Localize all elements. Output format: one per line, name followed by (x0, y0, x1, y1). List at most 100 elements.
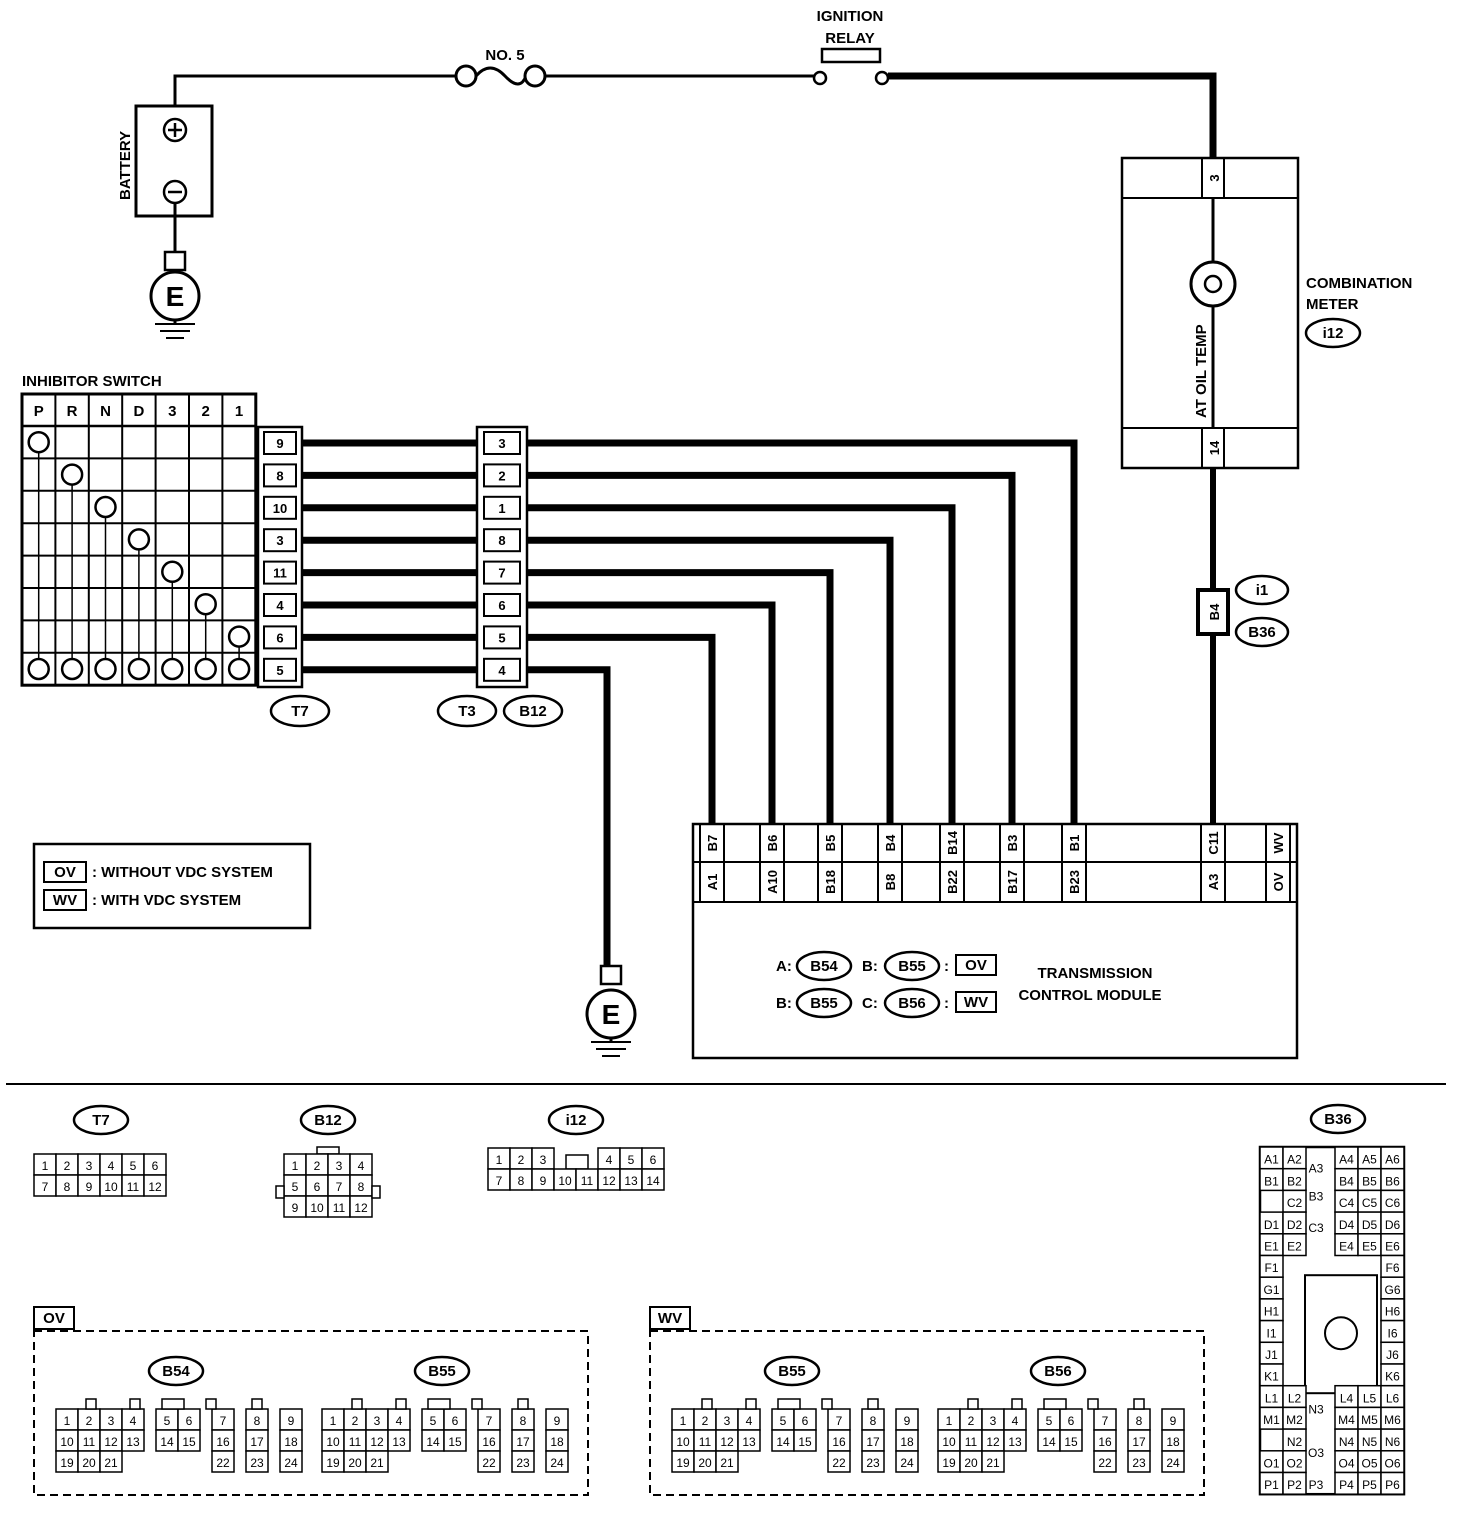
tcm-bottom-pin: A10 (765, 870, 780, 894)
b12-pin: 4 (498, 663, 506, 678)
pin-cell: 11 (965, 1435, 978, 1449)
pin-cell: 8 (520, 1414, 527, 1428)
tcm-pin-labels: B7A1B6A10B5B18B4B8B14B22B3B17B1B23C11A3W… (699, 824, 1291, 902)
pin-cell: 23 (250, 1456, 264, 1470)
key-c-tag: WV (964, 994, 988, 1011)
key-b-conn: B55 (898, 958, 926, 975)
switch-contact (194, 592, 217, 616)
pin-cell: O5 (1361, 1457, 1377, 1471)
pin-cell: 5 (628, 1153, 635, 1167)
switch-contact (227, 625, 251, 648)
position-label: 3 (168, 403, 176, 420)
pin-cell: 16 (482, 1435, 496, 1449)
pin-cell: 22 (1098, 1456, 1112, 1470)
key-b-tag: OV (965, 957, 987, 974)
pin-cell: 10 (104, 1180, 118, 1194)
pin-cell: B6 (1385, 1174, 1400, 1188)
pin-cell: 5 (780, 1414, 787, 1428)
ground-label-2: E (602, 999, 621, 1030)
key-a-conn: B54 (810, 958, 838, 975)
pin-cell: 2 (968, 1414, 975, 1428)
pin-cell: 1 (64, 1414, 71, 1428)
pin-cell: 20 (82, 1456, 96, 1470)
legend-wv-text: : WITH VDC SYSTEM (92, 892, 241, 909)
connector-title: B54 (162, 1363, 190, 1380)
pin-cell: 10 (310, 1201, 324, 1215)
pin-cell: A5 (1362, 1153, 1377, 1167)
pin-cell: 6 (802, 1414, 809, 1428)
switch-contact (127, 657, 151, 681)
pin-cell: 8 (518, 1174, 525, 1188)
inline-id-1: i1 (1256, 582, 1269, 599)
pin-cell: K6 (1385, 1370, 1400, 1384)
pin-cell: 2 (352, 1414, 359, 1428)
pin-cell: 3 (86, 1159, 93, 1173)
pin-cell: A2 (1287, 1153, 1302, 1167)
pin-cell: 4 (746, 1414, 753, 1428)
pin-cell: 15 (182, 1435, 196, 1449)
connector-title: T7 (92, 1112, 110, 1129)
gauge-label: AT OIL TEMP (1193, 324, 1210, 418)
pin-cell: 16 (1098, 1435, 1112, 1449)
pin-cell: 11 (699, 1435, 712, 1449)
switch-contact (194, 657, 217, 681)
pin-cell: A1 (1264, 1153, 1279, 1167)
pin-cell: 13 (392, 1435, 406, 1449)
key-c-conn: B56 (898, 995, 926, 1012)
fuse-terminal-left (454, 64, 478, 88)
pin-cell: P4 (1339, 1478, 1354, 1492)
pin-cell: 5 (130, 1159, 137, 1173)
b12-pin: 8 (498, 533, 505, 548)
pin-cell: 10 (326, 1435, 340, 1449)
b12-pin: 6 (498, 598, 505, 613)
pin-cell: J6 (1386, 1348, 1399, 1362)
pin-cell: 7 (836, 1414, 843, 1428)
tcm-bottom-pin: A3 (1206, 874, 1221, 891)
position-label: N (100, 403, 111, 420)
connector-title: B55 (428, 1363, 456, 1380)
tcm-top-pin: B7 (705, 835, 720, 852)
t7-pin: 6 (276, 630, 283, 645)
pin-cell: 22 (216, 1456, 230, 1470)
pin-cell: 6 (152, 1159, 159, 1173)
key-b-prefix: B: (862, 958, 878, 975)
switch-contact (27, 657, 50, 681)
pin-cell: 12 (370, 1435, 384, 1449)
pin-cell: A4 (1339, 1153, 1354, 1167)
pin-cell: 14 (160, 1435, 174, 1449)
pin-cell: E2 (1287, 1240, 1302, 1254)
pin-cell: 20 (698, 1456, 712, 1470)
pin-cell: 12 (104, 1435, 118, 1449)
tcm-top-pin: WV (1271, 832, 1286, 853)
position-label: 1 (235, 403, 243, 420)
pin-cell: 23 (866, 1456, 880, 1470)
pin-cell: 17 (1132, 1435, 1146, 1449)
pin-cell: L4 (1340, 1391, 1354, 1405)
pin-cell: M5 (1361, 1413, 1378, 1427)
pin-cell: 10 (942, 1435, 956, 1449)
switch-contact (161, 657, 184, 681)
pin-cell: 1 (496, 1153, 503, 1167)
relay-label-1: IGNITION (817, 8, 884, 25)
pin-cell: 13 (742, 1435, 756, 1449)
switch-contact (27, 430, 50, 454)
switch-contact (161, 560, 184, 584)
switch-contact (94, 657, 117, 681)
relay-contact-left (812, 70, 828, 86)
pin-cell: E1 (1264, 1240, 1279, 1254)
pin-cell: H1 (1264, 1305, 1280, 1319)
key-c-prefix: C: (862, 995, 878, 1012)
connector-title: B56 (1044, 1363, 1072, 1380)
t7-pin: 8 (276, 468, 283, 483)
pin-cell: 8 (64, 1180, 71, 1194)
pin-cell: 17 (516, 1435, 530, 1449)
tcm-top-pin: B4 (883, 834, 898, 851)
meter-pin-top: 3 (1207, 174, 1222, 181)
pin-cell: N2 (1287, 1435, 1303, 1449)
tcm-bottom-pin: B23 (1067, 870, 1082, 894)
pin-cell: 12 (354, 1201, 368, 1215)
pin-cell: 21 (104, 1456, 118, 1470)
pin-cell: 7 (336, 1180, 343, 1194)
